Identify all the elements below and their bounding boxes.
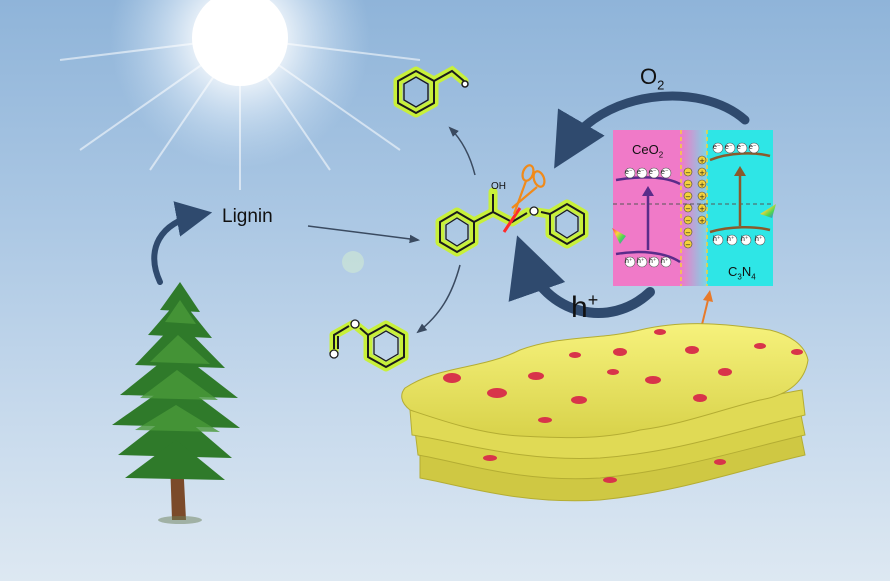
phenyl-formate-molecule [329, 319, 409, 372]
svg-text:+: + [699, 181, 705, 189]
electron-label: e⁻ [649, 169, 657, 176]
svg-text:+: + [699, 217, 705, 225]
electron-label: e⁻ [637, 169, 645, 176]
electron-label: e⁻ [725, 144, 733, 151]
dimer-to-formate-arrow [416, 264, 461, 334]
ceo2-label: CeO2 [632, 142, 664, 160]
band-diagram: − − − − − − − + + + + + + [612, 130, 776, 286]
sun-icon [59, 0, 421, 190]
lignin-to-dimer-arrow [307, 225, 421, 244]
benzaldehyde-molecule [393, 65, 469, 118]
svg-text:−: − [685, 217, 691, 225]
hole-carrier-label: h⁺ [649, 258, 657, 265]
electron-label: e⁻ [661, 169, 669, 176]
sheet-arrow-head [703, 290, 713, 302]
hole-carrier-label: h⁺ [637, 258, 645, 265]
svg-text:+: + [699, 205, 705, 213]
hole-carrier-label: h⁺ [661, 258, 669, 265]
electron-label: e⁻ [625, 169, 633, 176]
oh-label: OH [491, 181, 506, 192]
photocatalyst-sheet-icon [401, 323, 809, 502]
light-icon [612, 204, 776, 244]
c3n4-label: C3N4 [728, 264, 756, 282]
svg-text:+: + [699, 157, 705, 165]
scissors-icon [511, 164, 546, 215]
lens-flare [342, 251, 364, 273]
hole-carrier-label: h⁺ [727, 236, 735, 243]
o2-cycle-arrow [554, 91, 750, 169]
hole-carrier-label: h⁺ [625, 258, 633, 265]
svg-text:−: − [685, 169, 691, 177]
svg-text:−: − [685, 181, 691, 189]
electron-label: e⁻ [749, 144, 757, 151]
o2-label: O2 [640, 64, 665, 93]
hole-carrier-label: h⁺ [741, 236, 749, 243]
dimer-to-benzaldehyde-arrow [448, 126, 476, 176]
electron-label: e⁻ [737, 144, 745, 151]
hole-arrow [508, 235, 655, 318]
svg-text:+: + [699, 193, 705, 201]
hole-carrier-label: h⁺ [713, 236, 721, 243]
lignin-dimer-molecule [435, 187, 589, 257]
electron-label: e⁻ [713, 144, 721, 151]
svg-text:−: − [685, 229, 691, 237]
tree-icon [112, 282, 240, 524]
hole-carrier-label: h⁺ [755, 236, 763, 243]
svg-text:+: + [699, 169, 705, 177]
svg-text:−: − [685, 193, 691, 201]
lignin-label: Lignin [222, 206, 273, 227]
tree-to-lignin-arrow [151, 201, 213, 285]
hole-label: h+ [571, 290, 599, 324]
svg-text:−: − [685, 205, 691, 213]
svg-text:−: − [685, 241, 691, 249]
